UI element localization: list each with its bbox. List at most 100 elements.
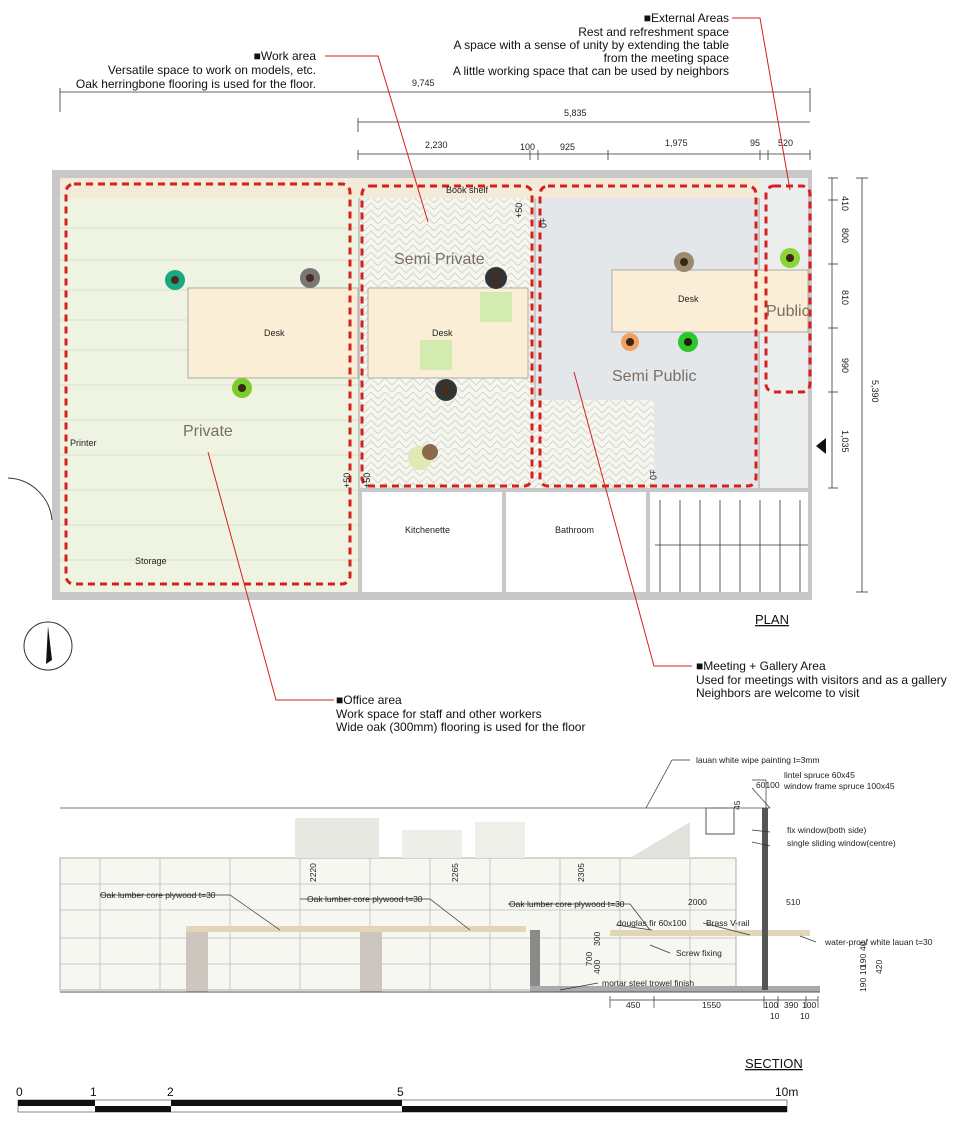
dim-segment: 100 bbox=[520, 142, 535, 152]
semi-public-zone-outline bbox=[538, 184, 758, 488]
private-zone-outline bbox=[64, 182, 352, 586]
annotation-title: ■External Areas bbox=[644, 11, 729, 25]
meeting-desk-label: Desk bbox=[678, 294, 699, 304]
dim-right-segment: 810 bbox=[840, 290, 850, 305]
plan-drawing bbox=[7, 170, 826, 671]
section-height: 2265 bbox=[450, 863, 460, 882]
section-bottom-dims bbox=[609, 996, 819, 1008]
entry-arrow-icon bbox=[816, 438, 826, 454]
section-dim: 60100 bbox=[756, 780, 780, 790]
plywood-label: Oak lumber core plywood t=30 bbox=[509, 899, 625, 909]
annotation-title: ■Work area bbox=[254, 49, 317, 63]
plywood-label: Oak lumber core plywood t=30 bbox=[100, 890, 216, 900]
mat bbox=[480, 292, 512, 322]
entrance-door bbox=[7, 477, 53, 521]
office-area-annotation: ■Office area Work space for staff and ot… bbox=[336, 693, 585, 734]
section-height: 2220 bbox=[308, 863, 318, 882]
shelf-wall bbox=[59, 857, 737, 991]
dim-right-segment: 800 bbox=[840, 228, 850, 243]
section-dim: 2000 bbox=[688, 897, 707, 907]
plywood-label: Oak lumber core plywood t=30 bbox=[307, 894, 423, 904]
annotation-line: Wide oak (300mm) flooring is used for th… bbox=[336, 720, 585, 734]
public-zone-outline bbox=[764, 184, 812, 394]
scale-bar bbox=[17, 1099, 788, 1113]
sliding-window-label: single sliding window(centre) bbox=[787, 838, 896, 848]
semi-private-zone-outline bbox=[360, 184, 534, 488]
shelf-lines bbox=[60, 858, 736, 990]
public-label: Public bbox=[766, 303, 810, 320]
level-offset: +50 bbox=[514, 203, 524, 218]
section-dim: 40 bbox=[858, 941, 868, 951]
section-bottom-dim: 100 bbox=[764, 1000, 778, 1010]
dim-right-width: 5,835 bbox=[564, 108, 587, 118]
scale-tick: 2 bbox=[167, 1085, 174, 1099]
bookshelf-label: Book shelf bbox=[446, 185, 489, 195]
bathroom-label: Bathroom bbox=[555, 525, 594, 535]
scale-tick: 0 bbox=[16, 1085, 23, 1099]
section-dim: 400 bbox=[592, 960, 602, 974]
private-label: Private bbox=[183, 423, 233, 440]
section-dim: 10 bbox=[858, 965, 868, 975]
dim-overall-width: 9,745 bbox=[412, 78, 435, 88]
model-box bbox=[475, 822, 525, 858]
dim-segment: 520 bbox=[778, 138, 793, 148]
desk-leg bbox=[186, 928, 208, 992]
annotation-line: Used for meetings with visitors and as a… bbox=[696, 673, 947, 687]
dim-right-segment: 410 bbox=[840, 196, 850, 211]
section-bottom-dim: 10 bbox=[800, 1011, 810, 1021]
level-offset: +50 bbox=[362, 473, 372, 488]
fan-icon bbox=[705, 807, 735, 835]
desk-leg bbox=[360, 928, 382, 992]
section-dim: 190 bbox=[858, 954, 868, 968]
office-desk-label: Desk bbox=[264, 328, 285, 338]
section-height: 2305 bbox=[576, 863, 586, 882]
annotation-leaders bbox=[207, 17, 791, 701]
annotation-line: A little working space that can be used … bbox=[453, 64, 729, 78]
meeting-desk bbox=[611, 269, 809, 333]
kitchenette-room bbox=[362, 492, 502, 592]
dim-right-segment: 1,035 bbox=[840, 430, 850, 453]
plywood-desk bbox=[186, 926, 526, 932]
work-area-annotation: ■Work area Versatile space to work on mo… bbox=[76, 49, 316, 91]
douglas-fir-label: douglas fir 60x100 bbox=[617, 918, 687, 928]
wall-section bbox=[530, 930, 540, 990]
scale-tick: 5 bbox=[397, 1085, 404, 1099]
level-offset: +50 bbox=[342, 473, 352, 488]
annotation-title: ■Office area bbox=[336, 693, 402, 707]
dim-right-overall: 5,390 bbox=[870, 380, 880, 403]
office-desk bbox=[187, 287, 359, 379]
section-bottom-dim: 390 bbox=[784, 1000, 798, 1010]
kitchenette-label: Kitchenette bbox=[405, 525, 450, 535]
storage-label: Storage bbox=[135, 556, 167, 566]
model-box bbox=[402, 830, 462, 858]
lauan-label: lauan white wipe painting t=3mm bbox=[696, 755, 820, 765]
north-arrow-icon bbox=[23, 621, 73, 671]
printer-label: Printer bbox=[70, 438, 97, 448]
annotation-line: Oak herringbone flooring is used for the… bbox=[76, 77, 316, 91]
section-dim: 45 bbox=[732, 800, 742, 810]
dim-segment: 925 bbox=[560, 142, 575, 152]
section-dim: 700 bbox=[584, 952, 594, 966]
room-labels: Book shelf Semi Private Semi Public Publ… bbox=[70, 185, 810, 566]
meeting-floor-lower bbox=[654, 400, 758, 488]
annotation-line: from the meeting space bbox=[604, 51, 730, 65]
lintel-label: lintel spruce 60x45 bbox=[784, 770, 855, 780]
section-title: SECTION bbox=[745, 1056, 803, 1071]
mortar-label: mortar steel trowel finish bbox=[602, 978, 694, 988]
stair-area bbox=[650, 492, 808, 592]
section-drawing bbox=[59, 807, 820, 993]
model-box bbox=[630, 822, 690, 858]
section-leaders bbox=[100, 759, 817, 991]
person-icons bbox=[165, 248, 800, 460]
dim-right-segment: 990 bbox=[840, 358, 850, 373]
level-offset: ±0 bbox=[648, 470, 658, 480]
mat bbox=[420, 340, 452, 370]
work-desk-label: Desk bbox=[432, 328, 453, 338]
plan-title: PLAN bbox=[755, 612, 789, 627]
zone-outlines bbox=[64, 182, 812, 586]
level-offset: ±0 bbox=[538, 218, 548, 228]
section-bottom-dim: 1550 bbox=[702, 1000, 721, 1010]
brass-rail-label: Brass V-rail bbox=[706, 918, 750, 928]
section-bottom-dim: 100 bbox=[802, 1000, 816, 1010]
annotation-title: ■Meeting + Gallery Area bbox=[696, 659, 826, 673]
